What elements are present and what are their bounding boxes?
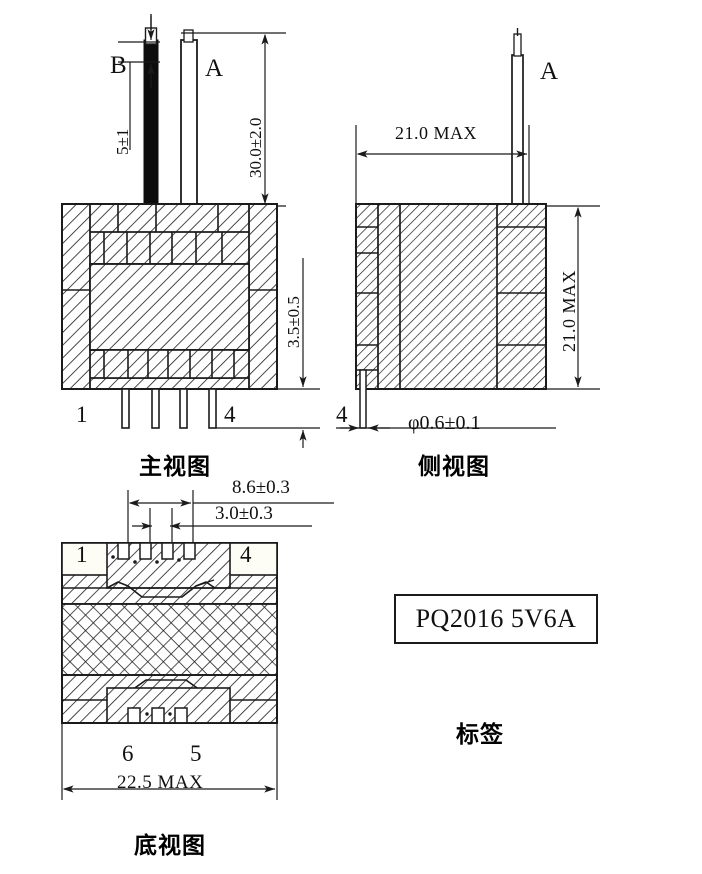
front-view-pins [121, 388, 217, 429]
dim-text-bottom-pin-pitch: 3.0±0.3 [215, 503, 273, 524]
side-view-caption: 侧视图 [418, 454, 490, 480]
dim-side-body-height [546, 205, 600, 390]
product-label-text: PQ2016 5V6A [415, 604, 577, 633]
front-lead-a [180, 29, 198, 207]
dim-bottom-pin-span [127, 490, 334, 548]
product-label-box: PQ2016 5V6A [394, 594, 598, 644]
side-view-body [355, 203, 547, 390]
dim-text-bottom-pin-span: 8.6±0.3 [232, 477, 290, 498]
dim-text-side-body-height: 21.0 MAX [559, 269, 579, 352]
front-lead-a-label: A [205, 55, 224, 82]
side-pin-label-4: 4 [336, 402, 348, 427]
bottom-pin-label-4: 4 [240, 542, 252, 567]
bottom-view-caption: 底视图 [134, 833, 206, 859]
bottom-pin-label-1: 1 [76, 542, 88, 567]
front-view-caption: 主视图 [139, 454, 211, 480]
side-view-group [336, 28, 600, 432]
dim-front-pin-length [216, 258, 320, 448]
bottom-view-body [61, 542, 278, 800]
dim-text-lead-b-strip: 5±1 [113, 128, 132, 155]
dim-text-front-pin-length: 3.5±0.5 [284, 296, 303, 348]
dim-text-pin-diameter: φ0.6±0.1 [408, 412, 481, 434]
front-pin-label-4: 4 [224, 402, 236, 427]
side-lead-a-label: A [540, 58, 559, 85]
bottom-view-group [61, 490, 334, 800]
front-lead-b-label: B [110, 52, 127, 79]
dim-text-lead-a-length: 30.0±2.0 [246, 117, 265, 178]
dim-bottom-pin-pitch [132, 508, 312, 548]
dim-side-body-width [355, 125, 530, 208]
front-pin-label-1: 1 [76, 402, 88, 427]
dim-lead-b-strip [118, 16, 160, 150]
bottom-pin-label-5: 5 [190, 741, 202, 766]
front-lead-b [143, 14, 159, 207]
dim-text-bottom-overall-width: 22.5 MAX [117, 772, 204, 793]
label-caption: 标签 [456, 722, 504, 748]
bottom-pin-label-6: 6 [122, 741, 134, 766]
front-view-group [61, 14, 320, 448]
front-view-body [61, 203, 278, 390]
side-view-pin [359, 369, 367, 429]
dim-text-side-body-width: 21.0 MAX [395, 123, 478, 143]
